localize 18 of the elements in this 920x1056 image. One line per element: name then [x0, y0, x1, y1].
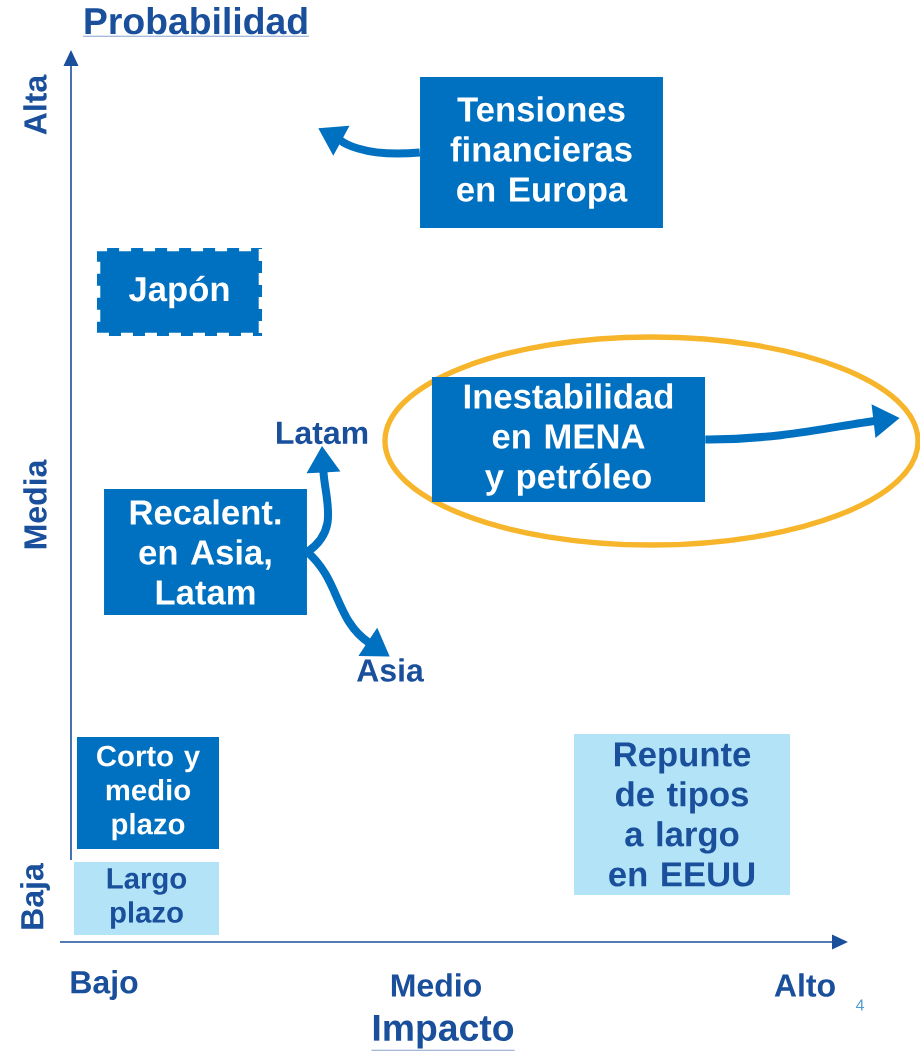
risk-box: Inestabilidad en MENA y petróleo [431, 376, 706, 503]
axis-label: Alta [23, 74, 47, 135]
risk-box: Repunte de tipos a largo en EEUU [574, 733, 790, 896]
risk-box: Tensiones financieras en Europa [420, 77, 663, 228]
axis-label: Medio [391, 973, 481, 997]
axis-title: Probabilidad [82, 7, 310, 37]
legend-label: Largo plazo [107, 868, 187, 929]
legend-label: Corto y medio plazo [97, 745, 200, 841]
axis-label: Baja [20, 863, 50, 929]
branch-label: Latam [277, 421, 368, 445]
risk-box: Recalent. en Asia, Latam [104, 489, 307, 615]
axis-label: Media [23, 459, 47, 549]
axis-title: Impacto [371, 1014, 515, 1051]
branch-label: Asia [357, 658, 424, 682]
axis-label: Alto [774, 973, 835, 997]
risk-box: Japón [93, 244, 266, 340]
axis-label: Bajo [71, 970, 138, 1000]
page-number: 4 [855, 999, 864, 1011]
